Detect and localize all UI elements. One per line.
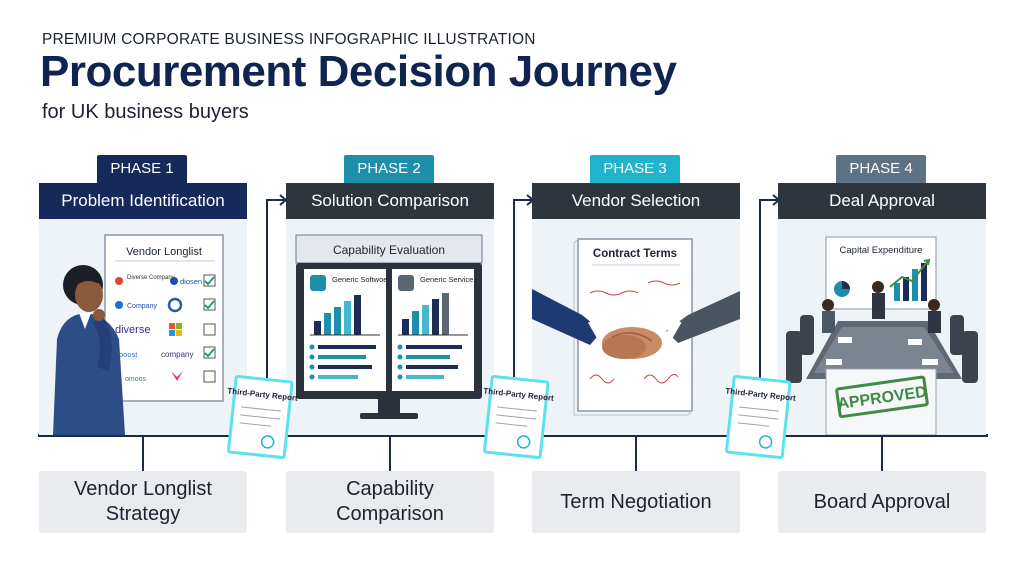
phase-4-badge: PHASE 4 [836,155,926,183]
connector-2-3 [513,194,535,434]
svg-text:Generic Softwoe: Generic Softwoe [332,275,387,284]
svg-text:omoos: omoos [125,376,147,383]
phase-4-stem [881,437,883,471]
svg-text:diosen: diosen [180,277,202,286]
capital-expenditure-title: Capital Expenditure [840,245,923,256]
phase-3-title: Vendor Selection [532,183,740,219]
phase-2-stem [389,437,391,471]
capability-score-bars [309,344,462,380]
vendor-rows: Diverse Company diosen Company diverse o… [115,274,216,383]
third-party-report-1: Third-Party Report [227,374,298,460]
left-bar-chart [310,295,380,336]
svg-text:Generic Service: Generic Service [420,275,473,284]
phase-4-caption: Board Approval [778,471,986,533]
phase-4-title: Deal Approval [778,183,986,219]
svg-text:diverse: diverse [115,324,150,336]
handshake [532,289,740,359]
boardroom [786,281,978,383]
page-title: Procurement Decision Journey [40,47,677,96]
phase-3-stem [635,437,637,471]
phase-1-title: Problem Identification [39,183,247,219]
phase-4-illustration: Capital Expenditure [778,219,986,435]
page-subtitle: for UK business buyers [42,101,249,123]
phase-1-illustration: Vendor Longlist Diverse Company diosen C… [39,219,247,435]
buyer-figure [53,265,125,435]
connector-3-4 [759,194,781,434]
svg-text:ooost: ooost [119,350,138,359]
vendor-longlist-title: Vendor Longlist [126,246,202,258]
phase-2-illustration: Capability Evaluation Generic Softwoe Ge… [286,219,494,435]
contract-terms-title: Contract Terms [593,248,677,260]
phase-3-badge: PHASE 3 [590,155,680,183]
svg-text:Diverse Company: Diverse Company [127,275,175,281]
svg-text:Company: Company [127,303,157,310]
phase-3-illustration: Contract Terms [532,219,740,435]
phase-1-badge: PHASE 1 [97,155,187,183]
connector-1-2 [266,194,288,434]
svg-text:company: company [161,350,193,359]
capability-evaluation-title: Capability Evaluation [333,243,445,257]
phase-2-badge: PHASE 2 [344,155,434,183]
third-party-report-3: Third-Party Report [725,374,796,460]
third-party-report-2: Third-Party Report [483,374,554,460]
phase-1-caption: Vendor Longlist Strategy [39,471,247,533]
phase-2-title: Solution Comparison [286,183,494,219]
phase-1-stem [142,437,144,471]
phase-2-caption: Capability Comparison [286,471,494,533]
page-kicker: PREMIUM CORPORATE BUSINESS INFOGRAPHIC I… [42,31,536,48]
phase-3-caption: Term Negotiation [532,471,740,533]
right-bar-chart [398,293,468,336]
